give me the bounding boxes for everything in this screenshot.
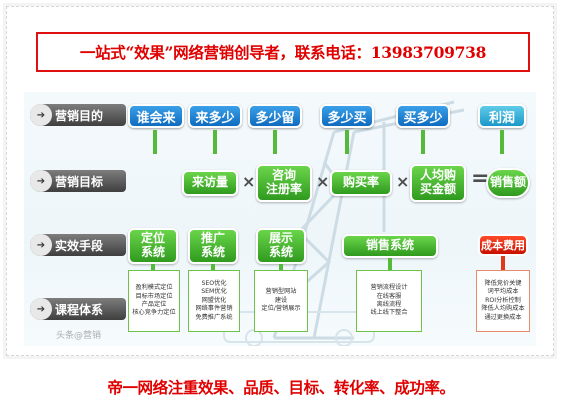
arrow-stem [279, 264, 283, 270]
chevron-right-icon: ➔ [30, 234, 52, 256]
means-display-system: 展示系统 [256, 228, 306, 264]
watermark: 头条@营销 [56, 331, 102, 341]
purpose-how-many-come: 来多少 [188, 104, 242, 128]
arrow-stem [501, 256, 505, 270]
row-label-means: ➔ 实效手段 [30, 234, 126, 256]
purpose-how-much-buy: 买多少 [396, 104, 450, 128]
arrow-stem [211, 264, 215, 270]
target-visits: 来访量 [182, 170, 238, 196]
multiply-sign: × [242, 172, 256, 191]
row-label-purpose: ➔ 营销目的 [30, 104, 126, 126]
headline-banner: 一站式“效果”网络营销创导者，联系电话：13983709738 [36, 32, 530, 72]
course-sales: 营销流程设计在线客服离线流程线上线下整合 [356, 270, 422, 332]
arrow-stem [388, 258, 392, 270]
arrow-stem [153, 130, 157, 154]
course-display: 营销型网站建设定位/营销展示 [254, 270, 308, 332]
target-purchase-rate: 购买率 [330, 170, 392, 196]
purpose-how-many-buy: 多少买 [320, 104, 374, 128]
equals-sign: = [471, 166, 490, 191]
means-positioning-system: 定位系统 [128, 228, 178, 264]
target-average-spend: 人均购买金额 [410, 164, 466, 202]
multiply-sign: × [316, 172, 330, 191]
chevron-right-icon: ➔ [30, 170, 52, 192]
row-label-courses: ➔ 课程体系 [30, 298, 126, 320]
arrow-stem [151, 264, 155, 270]
purpose-profit: 利润 [478, 104, 526, 128]
footer-slogan: 帝一网络注重效果、品质、目标、转化率、成功率。 [107, 378, 455, 397]
multiply-sign: × [396, 172, 410, 191]
means-cost: 成本费用 [478, 234, 528, 256]
purpose-who-comes: 谁会来 [128, 104, 184, 128]
arrow-stem [213, 130, 217, 154]
row-label-target: ➔ 营销目标 [30, 170, 126, 192]
chevron-right-icon: ➔ [30, 298, 52, 320]
course-positioning: 盈利模式定位目标市场定位产品定位核心竞争力定位 [128, 270, 180, 332]
arrow-stem [500, 130, 504, 154]
means-sales-system: 销售系统 [342, 234, 438, 258]
means-promotion-system: 推广系统 [188, 228, 238, 264]
arrow-stem [345, 130, 349, 154]
chevron-right-icon: ➔ [30, 104, 52, 126]
marketing-diagram: ➔ 营销目的 ➔ 营销目标 ➔ 实效手段 ➔ 课程体系 谁会来 来多少 多少留 … [24, 92, 536, 346]
target-sales-amount: 销售额 [486, 168, 530, 198]
arrow-stem [273, 130, 277, 154]
arrow-stem [421, 130, 425, 154]
headline-text: 一站式“效果”网络营销创导者，联系电话：13983709738 [79, 43, 487, 62]
purpose-how-many-stay: 多少留 [248, 104, 302, 128]
target-inquiry-rate: 咨询注册率 [256, 164, 312, 202]
